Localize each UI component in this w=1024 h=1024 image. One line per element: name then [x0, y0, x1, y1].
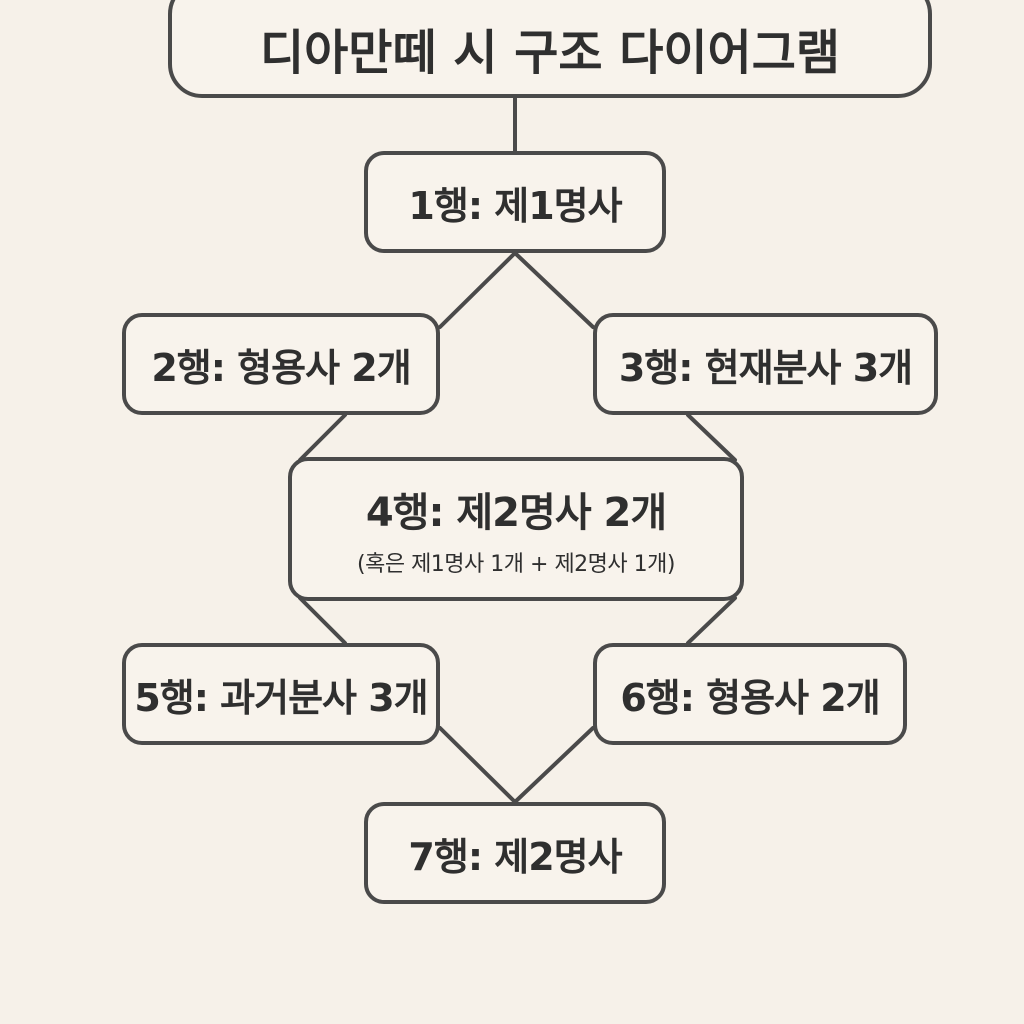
diagram-title-box: 디아만떼 시 구조 다이어그램 — [168, 0, 932, 98]
connector-line1-to-line2 — [438, 251, 517, 329]
node-line-4: 4행: 제2명사 2개 (혹은 제1명사 1개 + 제2명사 1개) — [288, 457, 744, 601]
node-line-1-label: 1행: 제1명사 — [408, 183, 622, 228]
node-line-5-label: 5행: 과거분사 3개 — [134, 675, 428, 720]
node-line-2: 2행: 형용사 2개 — [122, 313, 440, 415]
node-line-4-label: 4행: 제2명사 2개 — [365, 490, 667, 536]
connector-line2-to-line4 — [298, 413, 347, 462]
connector-line1-to-line3 — [513, 251, 595, 329]
node-line-7: 7행: 제2명사 — [364, 802, 666, 904]
node-line-6-label: 6행: 형용사 2개 — [620, 675, 880, 720]
connector-line6-to-line7 — [513, 726, 595, 804]
connector-line5-to-line7 — [438, 726, 517, 804]
node-line-7-label: 7행: 제2명사 — [408, 834, 622, 879]
node-line-5: 5행: 과거분사 3개 — [122, 643, 440, 745]
node-line-6: 6행: 형용사 2개 — [593, 643, 907, 745]
node-line-2-label: 2행: 형용사 2개 — [151, 345, 411, 390]
connector-line4-to-line6 — [686, 596, 737, 645]
connector-line4-to-line5 — [298, 596, 347, 645]
node-line-1: 1행: 제1명사 — [364, 151, 666, 253]
node-line-3: 3행: 현재분사 3개 — [593, 313, 938, 415]
node-line-4-note: (혹은 제1명사 1개 + 제2명사 1개) — [357, 552, 675, 577]
diagram-title: 디아만떼 시 구조 다이어그램 — [259, 25, 841, 81]
connector-line3-to-line4 — [686, 413, 737, 462]
node-line-3-label: 3행: 현재분사 3개 — [618, 345, 913, 390]
